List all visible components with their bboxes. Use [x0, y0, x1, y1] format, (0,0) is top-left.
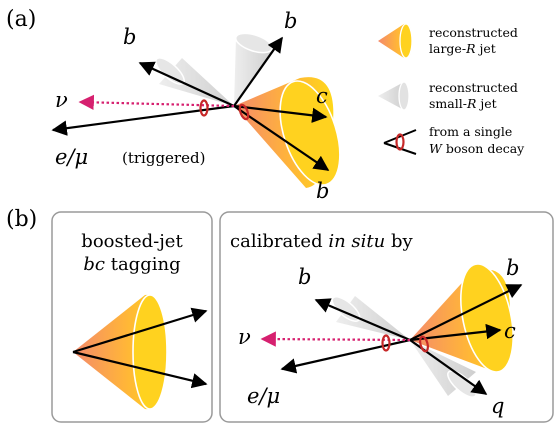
label-lepton-triggered: (triggered) — [122, 149, 205, 167]
small-r-jet-cone-upper-left — [155, 57, 234, 106]
insitu-label-c: c — [504, 319, 516, 343]
b-jet-arrow-bottom — [233, 105, 330, 171]
insitu-label-q: q — [491, 394, 504, 418]
insitu-label-b-right: b — [506, 256, 519, 280]
small-r-jet-cone-top — [234, 32, 273, 106]
large-r-jet-cone — [234, 77, 341, 188]
legend-w-line1: from a single — [429, 124, 512, 139]
b-jet-arrow-upper-left — [138, 61, 235, 108]
insitu-label-lepton: e/μ — [247, 384, 280, 408]
legend: reconstructed large-R jet reconstructed … — [378, 23, 525, 156]
label-b-upper-left: b — [123, 25, 136, 49]
panel-b-label: (b) — [6, 207, 37, 232]
legend-small-r-line2: small-R jet — [429, 96, 497, 111]
insitu-b-arrow-right — [409, 284, 523, 341]
w-decay-ring-leptonic — [199, 99, 209, 117]
b-jet-arrow-top — [233, 36, 283, 107]
legend-small-r-line1: reconstructed — [429, 80, 518, 95]
boosted-jet-title-line2: bc tagging — [83, 254, 180, 275]
boosted-arrow-lower — [72, 350, 208, 389]
neutrino-arrow — [78, 94, 235, 111]
legend-w-ring-icon — [383, 129, 417, 155]
w-decay-ring-hadronic — [238, 103, 250, 121]
in-situ-title: calibrated in situ by — [230, 231, 413, 252]
label-c: c — [316, 84, 328, 108]
legend-small-r-icon — [378, 81, 410, 111]
legend-large-r-line2: large-R jet — [429, 41, 496, 56]
label-b-bottom: b — [316, 179, 329, 203]
lepton-arrow — [51, 104, 235, 136]
insitu-b-arrow-left — [314, 298, 411, 342]
legend-w-line2: W boson decay — [429, 141, 525, 156]
legend-large-r-line1: reconstructed — [429, 25, 518, 40]
label-lepton: e/μ — [55, 145, 88, 169]
c-jet-arrow — [233, 104, 328, 124]
label-b-top: b — [284, 9, 297, 33]
insitu-w-decay-ring-hadronic — [419, 335, 429, 353]
label-neutrino: ν — [55, 88, 68, 112]
insitu-w-decay-ring-leptonic — [381, 334, 391, 352]
panel-a-label: (a) — [6, 7, 36, 32]
insitu-label-b-left: b — [298, 265, 311, 289]
insitu-label-neutrino: ν — [238, 325, 251, 349]
insitu-small-r-jet-cone-lower — [410, 340, 477, 398]
boosted-large-r-jet-cone — [73, 294, 168, 410]
legend-large-r-icon — [378, 23, 413, 59]
boosted-jet-title-line1: boosted-jet — [81, 231, 183, 252]
insitu-large-r-jet-cone — [410, 263, 514, 373]
boosted-arrow-upper — [72, 307, 208, 354]
